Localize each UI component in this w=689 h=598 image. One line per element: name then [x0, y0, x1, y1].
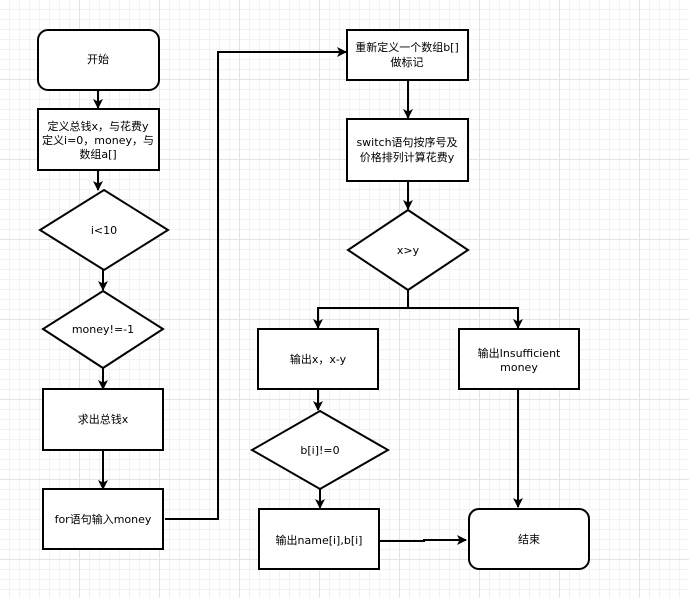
nodes — [37, 29, 590, 570]
output-insufficient-node — [458, 328, 580, 390]
define-b-label-1: 重新定义一个数组b[] — [355, 40, 459, 54]
labels: 开始 定义总钱x，与花费y 定义i=0，money，与 数组a[] i<10 m… — [42, 40, 561, 547]
cond-xy-label: x>y — [397, 244, 420, 257]
for-input-label: for语句输入money — [55, 512, 152, 526]
cond-i-node — [38, 188, 170, 272]
cond-money-node — [41, 289, 165, 370]
edge-split-left — [313, 307, 408, 329]
output-insufficient-label-1: 输出Insufficient — [478, 346, 561, 360]
switch-label-1: switch语句按序号及 — [356, 135, 457, 149]
output-xy-node — [257, 328, 379, 390]
edge-split-right — [408, 307, 523, 329]
define-variables-node — [37, 108, 160, 171]
start-label: 开始 — [87, 52, 109, 66]
output-insufficient-label-2: money — [500, 361, 538, 374]
sum-label: 求出总钱x — [78, 412, 129, 426]
cond-b-label: b[i]!=0 — [300, 444, 339, 457]
define-variables-label-3: 数组a[] — [79, 147, 116, 161]
sum-node — [42, 388, 164, 451]
cond-b-node — [249, 409, 391, 491]
define-b-label-2: 做标记 — [391, 55, 424, 69]
cond-i-label: i<10 — [91, 224, 117, 237]
cond-xy-node — [346, 208, 470, 292]
switch-node — [346, 118, 469, 182]
define-b-node — [346, 29, 469, 81]
define-variables-label-2: 定义i=0，money，与 — [42, 133, 154, 147]
end-node — [468, 508, 590, 570]
end-label: 结束 — [518, 533, 540, 546]
edge-output-name-end — [380, 535, 467, 545]
connectors — [93, 47, 523, 545]
output-xy-label: 输出x，x-y — [290, 352, 347, 366]
define-variables-label-1: 定义总钱x，与花费y — [47, 119, 149, 133]
switch-label-2: 价格排列计算花费y — [360, 150, 455, 164]
output-name-label: 输出name[i],b[i] — [276, 533, 363, 547]
for-input-node — [42, 488, 164, 550]
edge-for-define-b — [165, 47, 347, 520]
cond-money-label: money!=-1 — [72, 323, 134, 336]
start-node — [37, 29, 160, 91]
output-name-node — [258, 508, 380, 570]
